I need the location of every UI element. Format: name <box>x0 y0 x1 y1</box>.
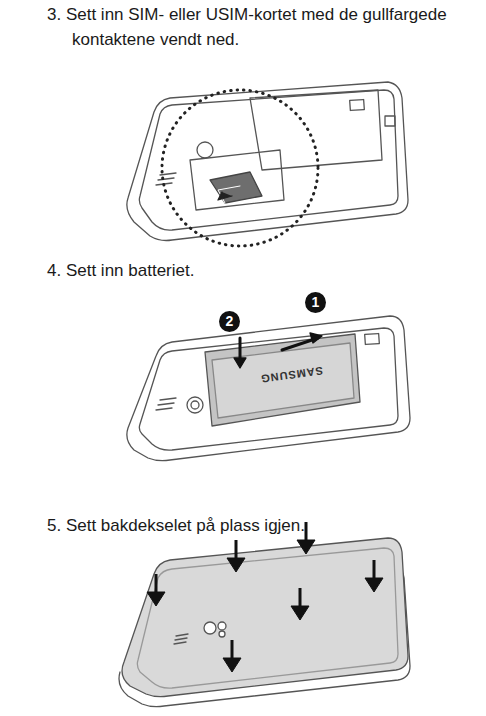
phone-sim-illustration <box>127 82 408 246</box>
step-instruction: 3. Sett inn SIM- eller USIM-kortet med d… <box>47 2 479 52</box>
callout-number: 1 <box>305 292 326 313</box>
step-instruction: 4. Sett inn batteriet. <box>47 258 479 283</box>
step-instruction: 5. Sett bakdekselet på plass igjen. <box>47 513 479 538</box>
press-arrows <box>147 522 383 672</box>
phone-battery-illustration <box>127 316 410 461</box>
callout-number: 2 <box>219 311 240 332</box>
phone-cover-illustration <box>119 538 410 707</box>
